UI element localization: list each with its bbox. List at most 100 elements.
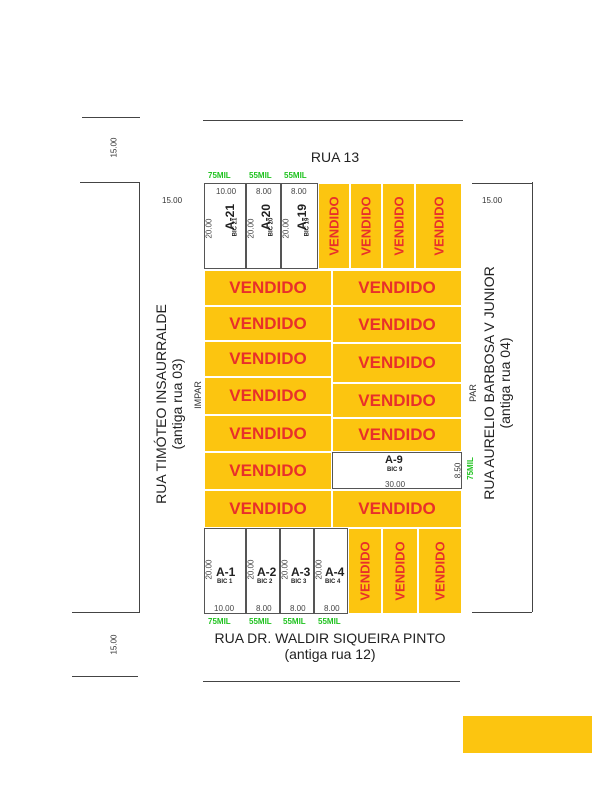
lot-sold-bottom-1[interactable]: VENDIDO xyxy=(348,528,382,614)
sold-label: VENDIDO xyxy=(358,353,436,372)
sold-label: VENDIDO xyxy=(391,196,406,256)
street-line-left-bottom xyxy=(72,612,140,613)
price-a4: 55MIL xyxy=(318,617,341,626)
lot-a3[interactable]: 20.00 A-3 BIC 3 8.00 xyxy=(280,528,314,614)
lot-sold-left-3[interactable]: VENDIDO xyxy=(204,341,332,377)
lot-sold-left-2[interactable]: VENDIDO xyxy=(204,306,332,341)
lot-a20[interactable]: 8.00 20.00 A-20 BIC 20 xyxy=(246,183,281,269)
lot-a9-code: A-9 xyxy=(385,454,403,466)
street-name-top: RUA 13 xyxy=(310,149,360,165)
lot-a4-code: A-4 xyxy=(325,565,345,579)
lot-a21-bic: BIC 21 xyxy=(232,217,239,237)
lot-a4-depth: 20.00 xyxy=(314,559,324,580)
street-name-right-line2: (antiga rua 04) xyxy=(497,337,513,429)
lot-sold-left-7[interactable]: VENDIDO xyxy=(204,490,332,528)
street-name-bottom-line1: RUA DR. WALDIR SIQUEIRA PINTO xyxy=(214,630,446,646)
street-line-right-vertical xyxy=(532,182,533,612)
sold-label: VENDIDO xyxy=(358,314,436,334)
lot-sold-top-3[interactable]: VENDIDO xyxy=(382,183,415,269)
sold-label: VENDIDO xyxy=(229,386,307,405)
lot-sold-right-3[interactable]: VENDIDO xyxy=(332,343,462,383)
street-width-label: 15.00 xyxy=(109,137,119,158)
lot-sold-left-5[interactable]: VENDIDO xyxy=(204,415,332,452)
lot-sold-top-4[interactable]: VENDIDO xyxy=(415,183,462,269)
sold-label: VENDIDO xyxy=(358,196,374,256)
lot-a4[interactable]: 20.00 A-4 BIC 4 8.00 xyxy=(314,528,348,614)
street-width-label: 15.00 xyxy=(109,634,119,655)
lot-a2-width: 8.00 xyxy=(256,604,272,613)
lot-a19-width: 8.00 xyxy=(291,187,307,196)
lot-a1-code: A-1 xyxy=(216,565,236,579)
street-line-top-left xyxy=(82,117,140,118)
sold-label: VENDIDO xyxy=(392,541,408,601)
lot-a21-width: 10.00 xyxy=(216,187,237,196)
lot-a2-code: A-2 xyxy=(257,565,277,579)
sold-label: VENDIDO xyxy=(229,313,307,333)
lot-sold-bottom-3[interactable]: VENDIDO xyxy=(418,528,462,614)
sold-label: VENDIDO xyxy=(326,196,342,256)
lot-a1-width: 10.00 xyxy=(214,604,235,613)
sold-label: VENDIDO xyxy=(432,541,448,601)
lot-a3-bic: BIC 3 xyxy=(291,579,307,585)
lot-a9-width: 30.00 xyxy=(385,480,406,489)
lot-a20-bic: BIC 20 xyxy=(268,217,275,237)
side-label-impar: IMPAR xyxy=(192,381,203,409)
street-line-right-top xyxy=(472,183,532,184)
sold-label: VENDIDO xyxy=(431,196,446,256)
street-name-right: RUA AURELIO BARBOSA V JUNIOR (antiga rua… xyxy=(481,233,515,533)
lot-sold-right-6[interactable]: VENDIDO xyxy=(332,490,462,528)
street-name-left: RUA TIMÓTEO INSAURRALDE (antiga rua 03) xyxy=(153,254,187,554)
lot-sold-left-1[interactable]: VENDIDO xyxy=(204,270,332,306)
lot-sold-right-2[interactable]: VENDIDO xyxy=(332,306,462,343)
lot-a3-width: 8.00 xyxy=(290,604,306,613)
price-a9: 75MIL xyxy=(465,457,475,480)
yellow-highlight-box xyxy=(463,716,592,753)
lot-a9[interactable]: A-9 BIC 9 30.00 xyxy=(332,452,462,489)
lot-sold-top-2[interactable]: VENDIDO xyxy=(350,183,382,269)
street-line-top-right xyxy=(203,120,463,121)
sold-label: VENDIDO xyxy=(229,423,307,443)
lot-sold-bottom-2[interactable]: VENDIDO xyxy=(382,528,418,614)
lot-a19-bic: BIC 19 xyxy=(304,217,311,237)
lot-sold-right-5[interactable]: VENDIDO xyxy=(332,418,462,452)
sold-label: VENDIDO xyxy=(358,390,436,410)
street-width-label: 15.00 xyxy=(162,196,183,205)
lot-a1-bic: BIC 1 xyxy=(217,579,233,585)
lot-sold-right-4[interactable]: VENDIDO xyxy=(332,383,462,418)
lot-a21[interactable]: 10.00 20.00 A-21 BIC 21 xyxy=(204,183,246,269)
street-line-left-vertical xyxy=(139,182,140,612)
lot-a9-depth: 8.50 xyxy=(453,462,463,479)
street-name-left-line1: RUA TIMÓTEO INSAURRALDE xyxy=(153,304,169,504)
side-label-par: PAR xyxy=(467,384,478,402)
lot-a1[interactable]: 20.00 A-1 BIC 1 10.00 xyxy=(204,528,246,614)
street-name-bottom: RUA DR. WALDIR SIQUEIRA PINTO (antiga ru… xyxy=(180,630,480,662)
street-name-left-line2: (antiga rua 03) xyxy=(169,358,185,450)
lot-sold-left-4[interactable]: VENDIDO xyxy=(204,377,332,415)
street-name-right-line1: RUA AURELIO BARBOSA V JUNIOR xyxy=(481,266,497,500)
lot-a2-depth: 20.00 xyxy=(246,559,256,580)
street-line-bottom-right xyxy=(203,681,460,682)
sold-label: VENDIDO xyxy=(229,499,307,518)
lot-sold-right-1[interactable]: VENDIDO xyxy=(332,270,462,306)
sold-label: VENDIDO xyxy=(229,278,307,297)
lot-a20-depth: 20.00 xyxy=(246,218,256,239)
street-width-label: 15.00 xyxy=(482,196,503,205)
lot-a2-bic: BIC 2 xyxy=(257,579,273,585)
lot-a9-bic: BIC 9 xyxy=(387,467,403,473)
sold-label: VENDIDO xyxy=(358,425,436,444)
sold-label: VENDIDO xyxy=(229,349,307,368)
lot-sold-left-6[interactable]: VENDIDO xyxy=(204,452,332,490)
street-line-right-bottom xyxy=(472,612,532,613)
street-line-left-top xyxy=(80,182,140,183)
price-a19: 55MIL xyxy=(284,171,307,180)
lot-a19[interactable]: 8.00 20.00 A-19 BIC 19 xyxy=(281,183,318,269)
lot-a2[interactable]: 20.00 A-2 BIC 2 8.00 xyxy=(246,528,280,614)
sold-label: VENDIDO xyxy=(357,541,373,601)
price-a21: 75MIL xyxy=(208,171,231,180)
lot-a4-bic: BIC 4 xyxy=(325,579,341,585)
street-line-bottom-left xyxy=(72,676,138,677)
price-a2: 55MIL xyxy=(249,617,272,626)
lot-sold-top-1[interactable]: VENDIDO xyxy=(318,183,350,269)
lot-a4-width: 8.00 xyxy=(324,604,340,613)
price-a3: 55MIL xyxy=(283,617,306,626)
